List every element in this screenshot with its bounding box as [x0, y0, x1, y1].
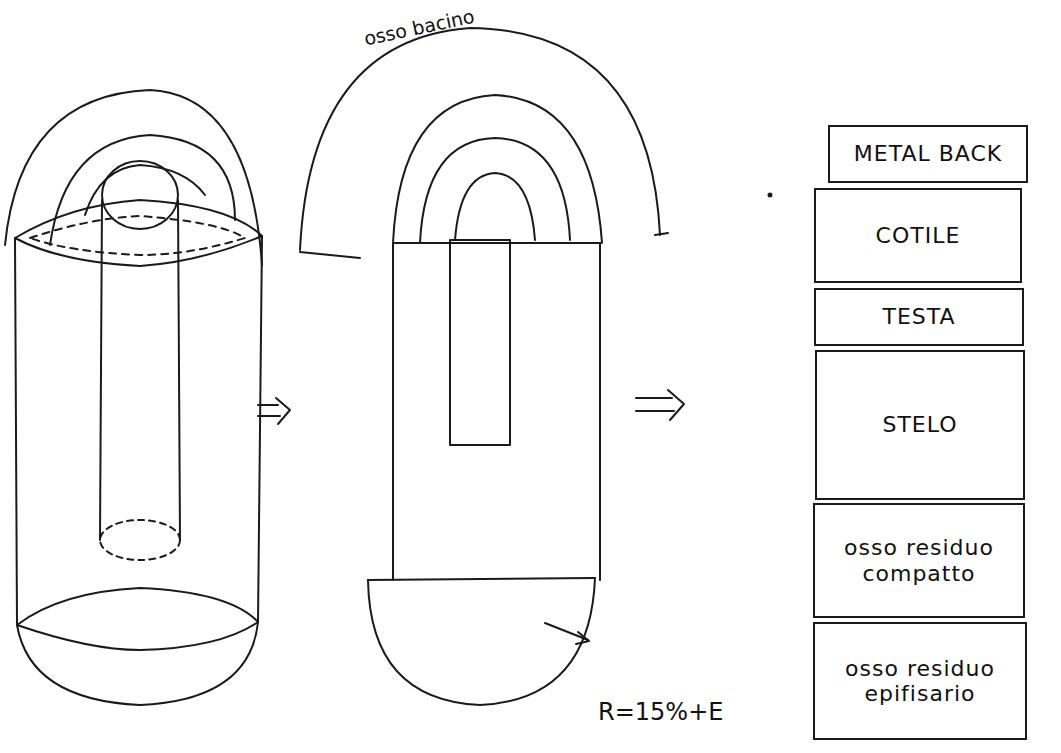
- stem-cylinder: [100, 161, 180, 560]
- stack-layer-box: STELO: [815, 350, 1025, 500]
- pen-dot: [769, 194, 772, 197]
- stack-layer-box: TESTA: [814, 288, 1024, 346]
- implies-arrow: [258, 398, 290, 424]
- layer-label: osso residuo compatto: [819, 535, 1019, 586]
- layer-label: STELO: [882, 412, 957, 437]
- bone-cylinder: [15, 200, 262, 705]
- stack-layer-box: osso residuo compatto: [813, 503, 1025, 618]
- stack-layer-box: osso residuo epifisario: [813, 622, 1027, 740]
- stack-layer-box: METAL BACK: [828, 125, 1028, 183]
- layer-label: TESTA: [882, 304, 955, 329]
- formula-note: R=15%+E: [598, 698, 723, 726]
- layer-label: COTILE: [876, 223, 961, 248]
- layer-label: METAL BACK: [854, 141, 1002, 166]
- cup-arcs: [5, 90, 262, 265]
- region-label: osso bacino: [362, 5, 476, 50]
- layer-label: osso residuo epifisario: [819, 656, 1021, 707]
- stack-layer-box: COTILE: [814, 188, 1022, 283]
- implies-arrow: [636, 390, 684, 420]
- section-view: [300, 28, 668, 705]
- leader-arrow: [545, 623, 589, 644]
